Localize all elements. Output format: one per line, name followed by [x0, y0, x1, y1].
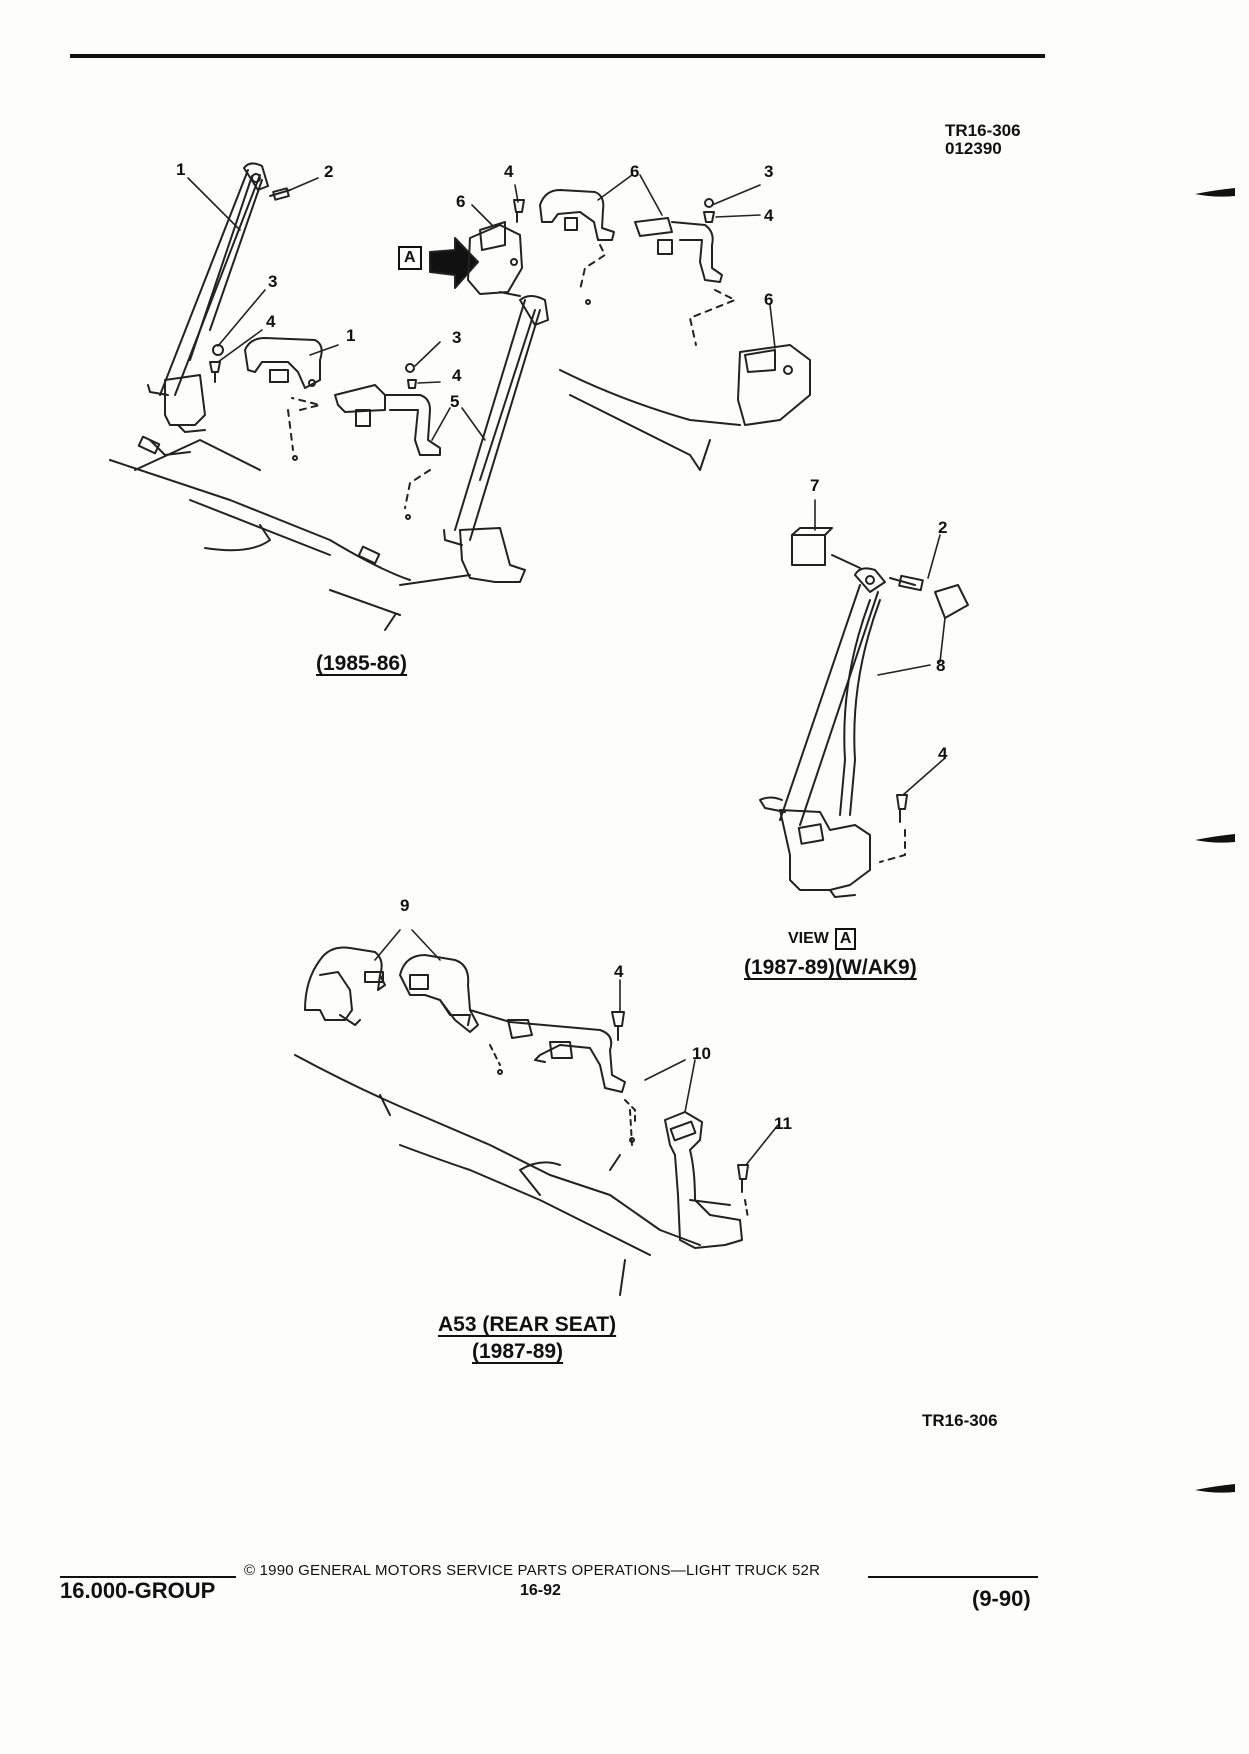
caption-view-a: VIEW A [788, 928, 857, 950]
top-rule [70, 54, 1045, 58]
callout-number: 6 [764, 290, 774, 309]
view-a-callout-box: A [398, 246, 422, 270]
footer-group: 16.000-GROUP [60, 1578, 216, 1603]
callout-number: 4 [452, 366, 462, 385]
leader-lines [187, 174, 946, 1166]
bottom-figure-ref: TR16-306 [922, 1411, 998, 1430]
figure-ref-number: 012390 [945, 139, 1002, 158]
figure-a53-rear-seat-drawing [294, 946, 749, 1296]
callout-number: 3 [268, 272, 278, 291]
footer-rule-right [868, 1576, 1038, 1578]
callout-number: 11 [774, 1114, 792, 1133]
binder-tab-mark [1195, 1484, 1235, 1493]
callout-number: 7 [810, 476, 820, 495]
caption-1987-89-ak9: (1987-89)(W/AK9) [744, 956, 917, 979]
callout-number: 6 [456, 192, 466, 211]
footer-date: (9-90) [972, 1586, 1031, 1611]
view-letter-box: A [834, 928, 857, 950]
figure-1985-86-drawing [109, 162, 549, 631]
figure-1987-89-ak9-drawing [759, 527, 969, 898]
callout-number: 2 [324, 162, 334, 181]
callout-number: 4 [938, 744, 948, 763]
figure-1985-86-right-drawing [429, 189, 811, 471]
caption-1985-86: (1985-86) [316, 652, 408, 675]
callout-number: 4 [764, 206, 774, 225]
callout-number: 1 [176, 160, 186, 179]
callout-number: 4 [504, 162, 514, 181]
callout-number: 5 [450, 392, 460, 411]
caption-a53-years: (1987-89) [472, 1340, 564, 1363]
footer-page-number: 16-92 [520, 1582, 561, 1599]
callout-number: 4 [266, 312, 276, 331]
callout-number: 8 [936, 656, 946, 675]
callout-number: 10 [692, 1044, 711, 1063]
binder-tab-mark [1195, 188, 1235, 197]
callout-number: 4 [614, 962, 624, 981]
footer-copyright: © 1990 GENERAL MOTORS SERVICE PARTS OPER… [244, 1562, 821, 1579]
callout-number: 9 [400, 896, 410, 915]
callout-number: 1 [346, 326, 356, 345]
footer-rule-left [60, 1576, 236, 1578]
binder-tab-mark [1195, 834, 1235, 843]
callout-number: 3 [452, 328, 462, 347]
callout-number: 3 [764, 162, 774, 181]
callout-number: 6 [630, 162, 640, 181]
callout-number: 2 [938, 518, 948, 537]
caption-a53-rear-seat: A53 (REAR SEAT) [438, 1313, 617, 1336]
figure-ref-code: TR16-306 [945, 121, 1021, 140]
view-label: VIEW [788, 930, 829, 947]
